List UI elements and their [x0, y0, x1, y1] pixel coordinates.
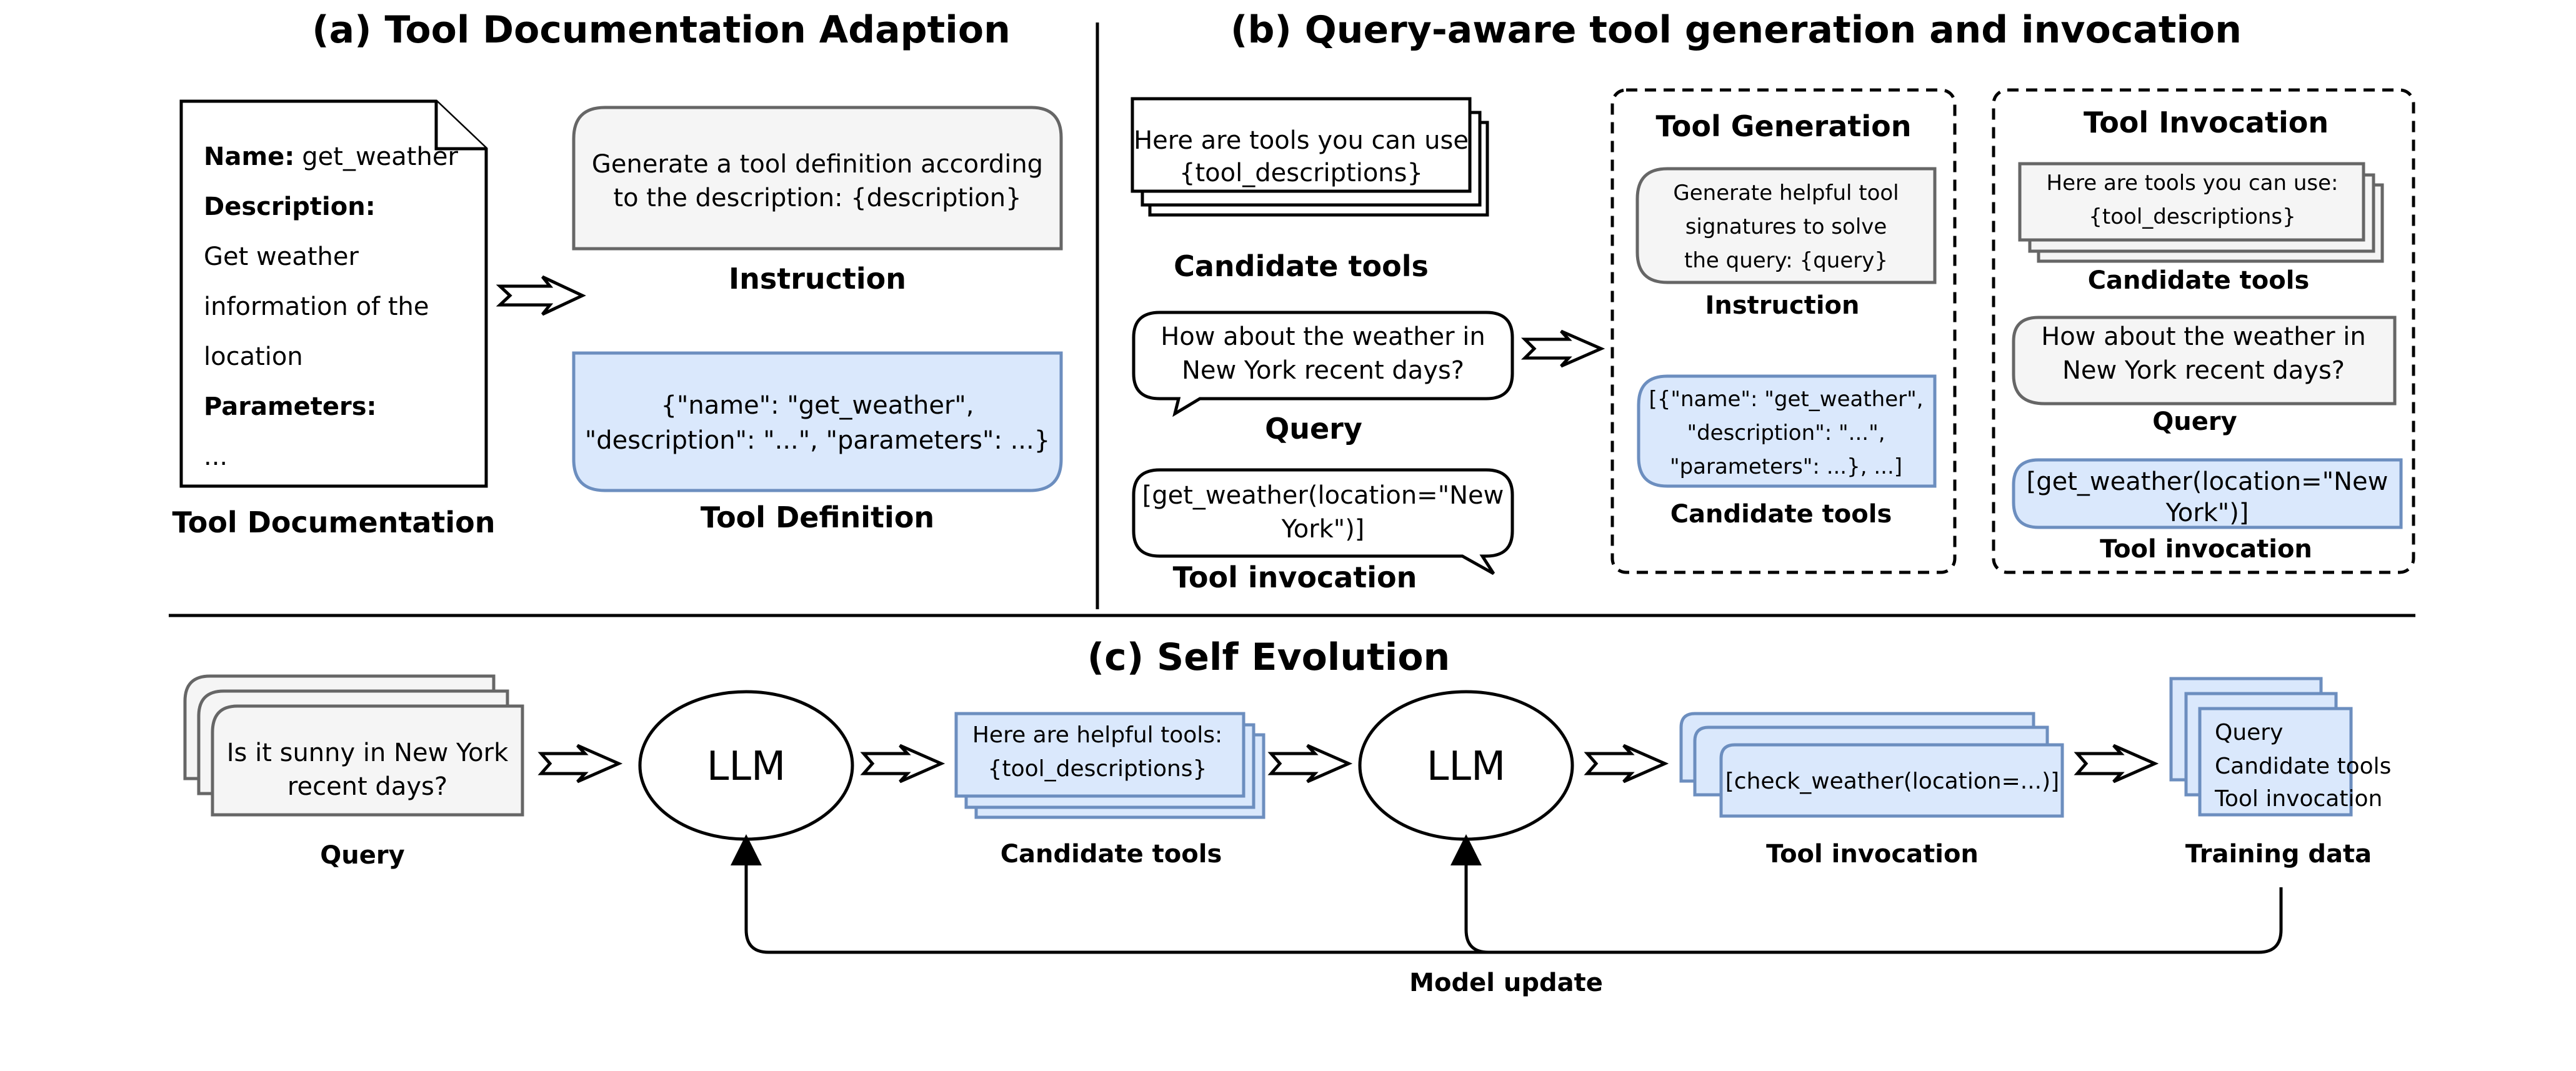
instruction-caption: Instruction	[729, 262, 906, 296]
svg-text:Name:get_weather: Name: get_weather	[204, 142, 458, 171]
flow-arrow	[1520, 329, 1605, 368]
training-data-line: Tool invocation	[2214, 786, 2382, 812]
generation-candidate-line: "parameters": ...}, ...]	[1670, 454, 1902, 479]
generation-instruction-caption: Instruction	[1705, 291, 1860, 320]
instruction-line: Generate a tool definition according	[592, 150, 1043, 179]
candidate-tools-line: {tool_descriptions}	[1179, 159, 1423, 187]
self-candidate-line: Here are helpful tools:	[972, 722, 1222, 748]
tool-generation-box	[1610, 88, 1957, 574]
invocation-query-line: New York recent days?	[2062, 356, 2345, 385]
query-line: New York recent days?	[1182, 356, 1464, 385]
tool-documentation-doc: Name: get_weather Description: Get weathe…	[179, 99, 488, 488]
self-candidate-stack	[954, 712, 1266, 819]
invocation-candidate-line: {tool_descriptions}	[2089, 204, 2295, 229]
invocation-query-line: How about the weather in	[2041, 322, 2366, 351]
generation-instruction-callout	[1635, 167, 1937, 284]
panel-a-title: (a) Tool Documentation Adaption	[312, 8, 1011, 52]
model-update-loop	[731, 834, 2283, 954]
tool-invocation-box	[1992, 88, 2415, 574]
tool-documentation-caption: Tool Documentation	[172, 506, 495, 539]
invocation-candidate-caption: Candidate tools	[2088, 266, 2310, 295]
invocation-call-line: [get_weather(location="New	[2027, 467, 2389, 496]
self-invocation-line: [check_weather(location=...)]	[1725, 769, 2059, 794]
invocation-speech-bubble	[1132, 468, 1514, 575]
invocation-candidate-line: Here are tools you can use:	[2047, 171, 2339, 196]
invocation-call-line: York")]	[2165, 499, 2249, 527]
flow-arrow	[860, 744, 946, 784]
invocation-query-caption: Query	[2152, 407, 2237, 436]
doc-description-line: Get weather	[204, 242, 359, 271]
doc-name-value: get_weather	[302, 142, 458, 171]
candidate-tools-stack	[1131, 97, 1489, 217]
invocation-line: York")]	[1281, 515, 1365, 544]
query-caption: Query	[1265, 412, 1362, 446]
flow-arrow	[1267, 744, 1353, 784]
invocation-candidate-stack	[2018, 162, 2384, 263]
training-data-line: Query	[2215, 720, 2283, 745]
doc-description-label: Description:	[204, 192, 376, 221]
generation-instruction-line: signatures to solve	[1685, 214, 1887, 239]
tool-definition-callout	[572, 351, 1063, 492]
model-update-branch	[1450, 834, 1489, 954]
flow-arrow	[537, 744, 623, 784]
invocation-call-caption: Tool invocation	[2100, 535, 2312, 564]
doc-description-line: location	[204, 342, 303, 371]
tool-generation-title: Tool Generation	[1656, 109, 1912, 143]
llm-label-2: LLM	[1427, 744, 1506, 790]
doc-description-line: information of the	[204, 292, 429, 321]
training-data-stack	[2169, 677, 2353, 817]
invocation-line: [get_weather(location="New	[1142, 481, 1504, 510]
doc-name-label: Name:	[204, 142, 294, 171]
self-invocation-caption: Tool invocation	[1766, 840, 1979, 869]
self-candidate-caption: Candidate tools	[1001, 840, 1222, 869]
panel-c-title: (c) Self Evolution	[1087, 635, 1450, 679]
llm-label-1: LLM	[707, 744, 786, 790]
doc-parameters-label: Parameters:	[204, 392, 377, 421]
generation-candidate-caption: Candidate tools	[1670, 500, 1892, 529]
model-update-label: Model update	[1409, 969, 1603, 997]
invocation-caption: Tool invocation	[1173, 560, 1417, 594]
invocation-call-callout	[2012, 458, 2403, 529]
candidate-tools-caption: Candidate tools	[1174, 249, 1429, 283]
self-query-line: Is it sunny in New York	[227, 739, 509, 767]
self-invocation-stack	[1679, 712, 2064, 818]
self-query-caption: Query	[320, 841, 404, 870]
generation-candidate-line: [{"name": "get_weather",	[1649, 387, 1923, 412]
tool-invocation-title: Tool Invocation	[2084, 106, 2329, 139]
tool-definition-line: "description": "...", "parameters": ...}	[585, 426, 1050, 455]
flow-arrow	[496, 275, 586, 316]
training-data-caption: Training data	[2185, 840, 2372, 869]
generation-candidate-line: "description": "...",	[1687, 421, 1885, 446]
doc-ellipsis: ...	[204, 442, 227, 471]
generation-instruction-line: the query: {query}	[1684, 248, 1888, 273]
generation-candidate-callout	[1637, 374, 1937, 488]
query-speech-bubble	[1132, 311, 1514, 417]
candidate-tools-line: Here are tools you can use	[1134, 126, 1469, 155]
instruction-callout	[572, 106, 1063, 251]
panel-b-title: (b) Query-aware tool generation and invo…	[1231, 8, 2242, 52]
training-data-line: Candidate tools	[2215, 754, 2391, 779]
flow-arrow	[1584, 744, 1669, 784]
invocation-query-callout	[2012, 316, 2397, 406]
tool-definition-caption: Tool Definition	[701, 501, 934, 534]
self-query-stack	[183, 674, 524, 817]
tool-definition-line: {"name": "get_weather",	[661, 391, 974, 420]
self-candidate-line: {tool_descriptions}	[988, 756, 1207, 782]
instruction-line: to the description: {description}	[613, 184, 1021, 212]
query-line: How about the weather in	[1161, 322, 1485, 351]
flow-arrow	[2074, 744, 2159, 784]
generation-instruction-line: Generate helpful tool	[1673, 181, 1899, 206]
self-query-line: recent days?	[287, 772, 447, 801]
